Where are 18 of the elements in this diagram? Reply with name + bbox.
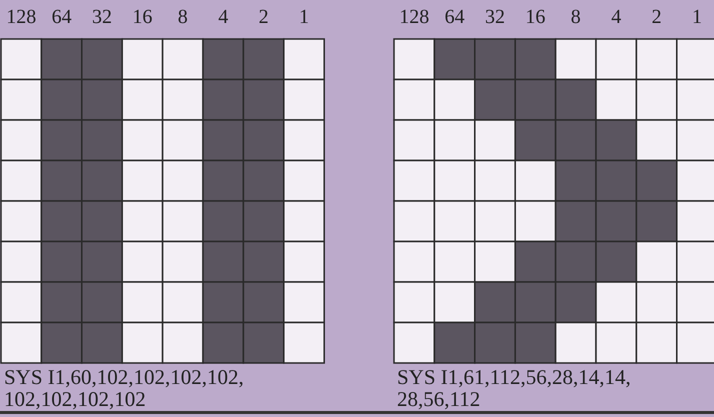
bit-value-heading: 128 [5, 6, 38, 28]
bit-value-heading: 2 [258, 6, 270, 28]
bit-value-heading: 32 [484, 6, 506, 28]
bit-value-heading: 4 [610, 6, 622, 28]
bit-value-heading: 32 [90, 6, 113, 28]
bit-value-heading: 2 [650, 6, 663, 28]
bit-value-heading: 1 [298, 6, 310, 28]
bit-value-heading: 16 [131, 6, 154, 28]
bit-value-heading: 8 [570, 6, 582, 28]
command-caption: SYS I1,61,112,56,28,14,14, 28,56,112 [397, 366, 632, 410]
bit-value-heading: 8 [176, 6, 189, 28]
bit-value-heading: 16 [524, 6, 546, 28]
bit-value-heading: 1 [690, 6, 703, 28]
bit-value-heading: 64 [50, 6, 73, 28]
bit-value-heading: 64 [444, 6, 466, 28]
bit-value-heading: 128 [398, 6, 430, 28]
bit-value-heading: 4 [217, 6, 230, 28]
command-caption: SYS I1,60,102,102,102,102, 102,102,102,102 [4, 366, 245, 410]
